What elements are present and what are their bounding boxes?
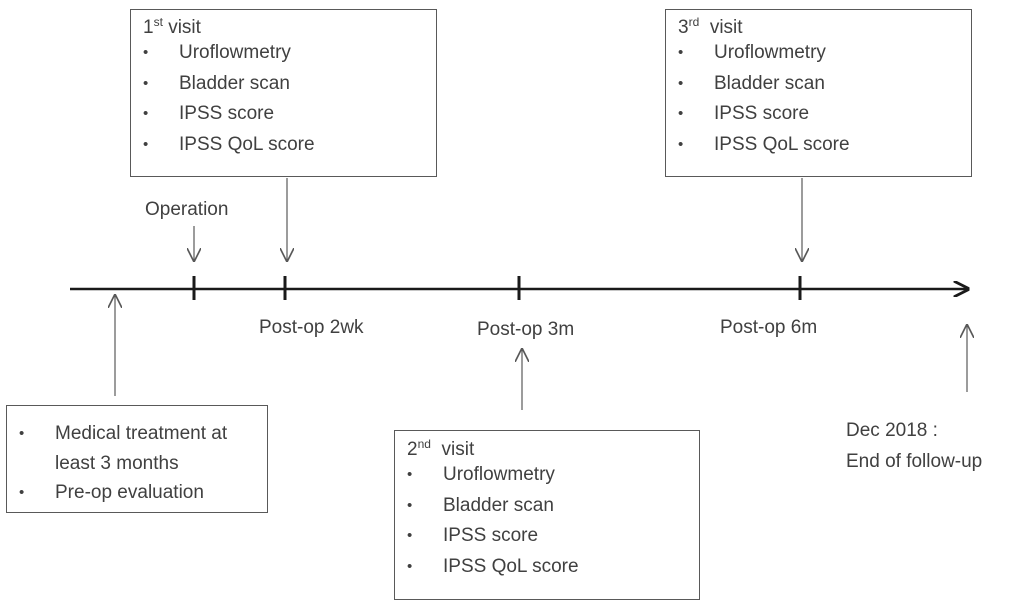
preop-box: Medical treatment at least 3 months Pre-… bbox=[6, 405, 268, 513]
list-item: IPSS score bbox=[143, 99, 436, 130]
end-followup-label: End of follow-up bbox=[846, 451, 983, 472]
list-item: IPSS score bbox=[678, 99, 971, 130]
visit3-number: 3 bbox=[678, 17, 689, 38]
visit2-title: 2nd visit bbox=[407, 437, 699, 460]
visit3-suffix: rd bbox=[688, 15, 700, 29]
list-item: Bladder scan bbox=[143, 69, 436, 100]
list-item: IPSS score bbox=[407, 521, 699, 552]
visit2-box: 2nd visit Uroflowmetry Bladder scan IPSS… bbox=[394, 430, 700, 600]
postop-3m-label: Post-op 3m bbox=[477, 319, 575, 340]
visit2-word: visit bbox=[441, 439, 475, 460]
visit1-number: 1 bbox=[143, 17, 154, 38]
visit1-word: visit bbox=[168, 17, 201, 38]
list-item: Uroflowmetry bbox=[407, 460, 699, 491]
list-item: Uroflowmetry bbox=[143, 38, 436, 69]
list-item: IPSS QoL score bbox=[407, 552, 699, 583]
preop-list: Medical treatment at least 3 months Pre-… bbox=[19, 419, 267, 508]
visit3-word: visit bbox=[709, 17, 743, 38]
visit1-suffix: st bbox=[153, 15, 163, 29]
list-item: Bladder scan bbox=[407, 491, 699, 522]
end-followup-date: Dec 2018 : bbox=[846, 420, 938, 441]
visit3-list: Uroflowmetry Bladder scan IPSS score IPS… bbox=[678, 38, 971, 160]
visit3-title: 3rd visit bbox=[678, 15, 971, 38]
postop-2wk-label: Post-op 2wk bbox=[259, 317, 364, 338]
list-item: Uroflowmetry bbox=[678, 38, 971, 69]
visit2-list: Uroflowmetry Bladder scan IPSS score IPS… bbox=[407, 460, 699, 582]
visit2-suffix: nd bbox=[417, 437, 431, 451]
visit1-box: 1st visit Uroflowmetry Bladder scan IPSS… bbox=[130, 9, 437, 177]
list-item: Bladder scan bbox=[678, 69, 971, 100]
visit1-list: Uroflowmetry Bladder scan IPSS score IPS… bbox=[143, 38, 436, 160]
visit1-title: 1st visit bbox=[143, 15, 436, 38]
list-item: Medical treatment at least 3 months bbox=[19, 419, 255, 478]
visit2-number: 2 bbox=[407, 439, 418, 460]
list-item: IPSS QoL score bbox=[678, 130, 971, 161]
postop-6m-label: Post-op 6m bbox=[720, 317, 818, 338]
operation-label: Operation bbox=[145, 199, 229, 220]
visit3-box: 3rd visit Uroflowmetry Bladder scan IPSS… bbox=[665, 9, 972, 177]
list-item: Pre-op evaluation bbox=[19, 478, 267, 508]
list-item: IPSS QoL score bbox=[143, 130, 436, 161]
